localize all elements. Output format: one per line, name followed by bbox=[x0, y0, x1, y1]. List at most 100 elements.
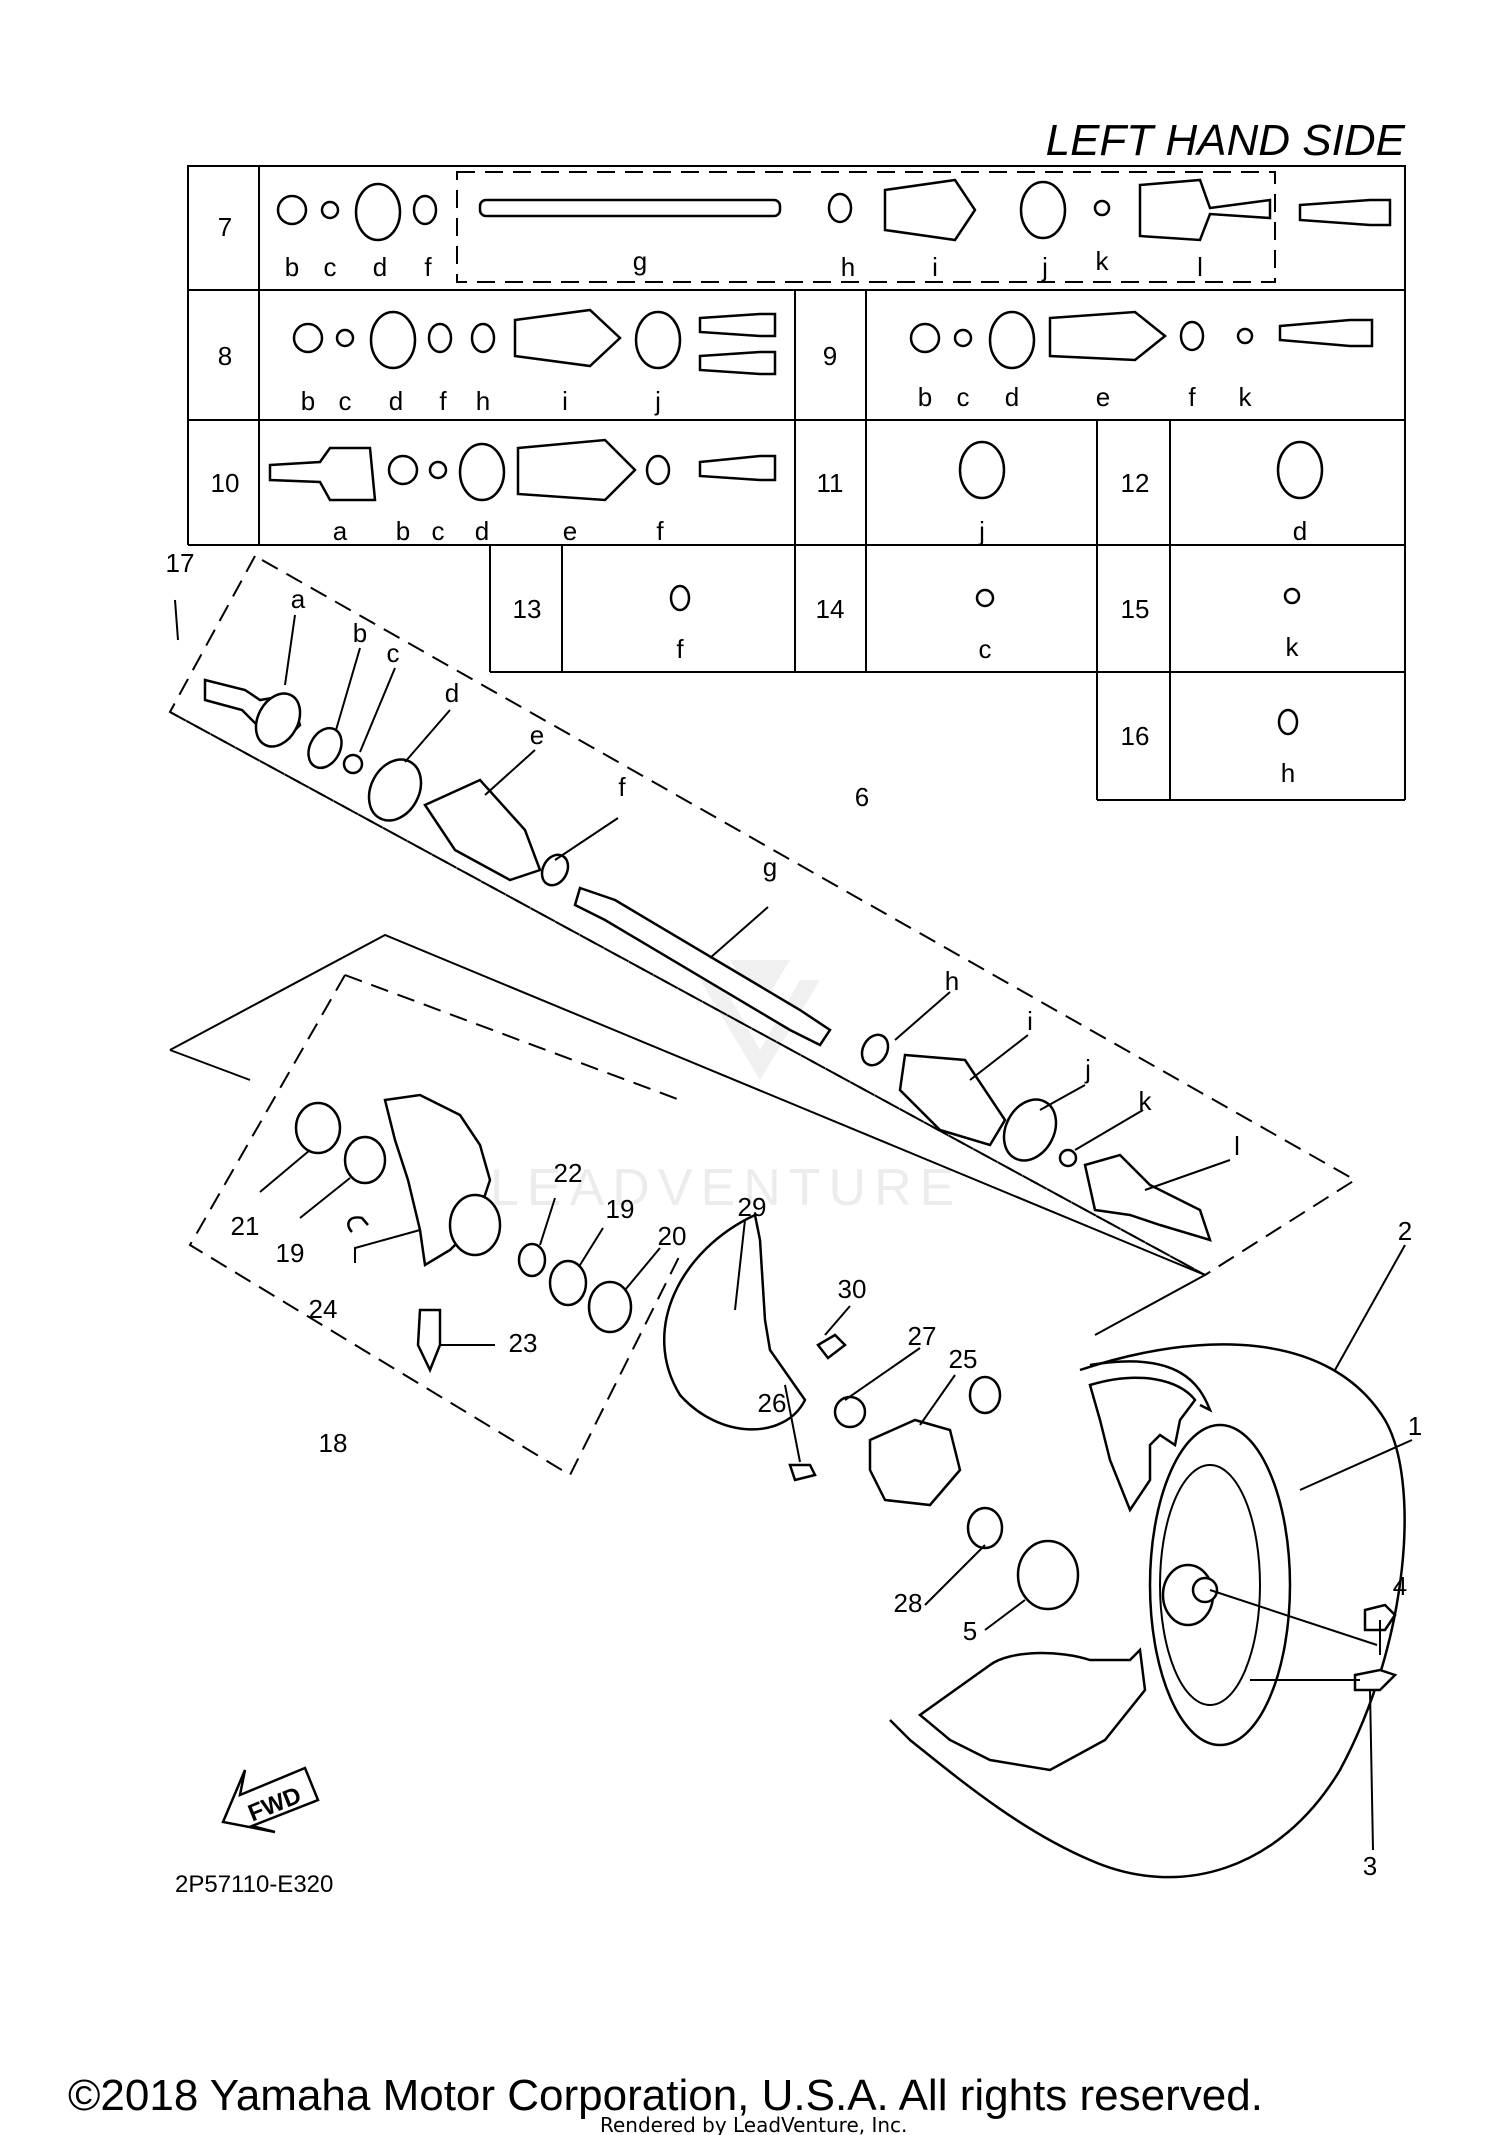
diagram-code: 2P57110-E320 bbox=[175, 1871, 333, 1898]
kit-13-letter-f: f bbox=[676, 634, 684, 664]
callout-g: g bbox=[763, 852, 777, 882]
kit-9-parts bbox=[909, 310, 1374, 370]
kit-7-letter-b: b bbox=[285, 252, 299, 282]
side-title: LEFT HAND SIDE bbox=[1046, 116, 1406, 165]
kit-15-letter-k: k bbox=[1286, 632, 1300, 662]
watermark-text: LEADVENTURE bbox=[490, 1159, 962, 1217]
rendered-by: Rendered by LeadVenture, Inc. bbox=[600, 2113, 907, 2135]
kit-10-letter-c: c bbox=[432, 516, 445, 546]
knuckle-parts bbox=[294, 1093, 633, 1374]
kit-8-letter-j: j bbox=[654, 386, 661, 416]
kit-10-letter-f: f bbox=[656, 516, 664, 546]
kit-7-letter-k: k bbox=[1096, 246, 1110, 276]
kit-table bbox=[187, 165, 1406, 801]
callout-17: 17 bbox=[166, 548, 195, 578]
kit-10-letter-e: e bbox=[563, 516, 577, 546]
callout-19-right: 19 bbox=[606, 1194, 635, 1224]
callout-6: 6 bbox=[855, 782, 869, 812]
kit-7-letter-j: j bbox=[1041, 252, 1048, 282]
kit-number-7: 7 bbox=[218, 212, 232, 242]
kit-9-letter-f: f bbox=[1188, 382, 1196, 412]
shaft-leaders bbox=[174, 599, 1231, 1191]
kit-9-letter-d: d bbox=[1005, 382, 1019, 412]
kit-9-letter-e: e bbox=[1096, 382, 1110, 412]
brake-leaders bbox=[734, 1219, 1026, 1631]
kit-8-letter-b: b bbox=[301, 386, 315, 416]
callout-24: 24 bbox=[309, 1294, 338, 1324]
callout-j: j bbox=[1084, 1054, 1091, 1084]
callout-26: 26 bbox=[758, 1388, 787, 1418]
callout-19-left: 19 bbox=[276, 1238, 305, 1268]
kit-10-letter-b: b bbox=[396, 516, 410, 546]
callout-i: i bbox=[1027, 1006, 1033, 1036]
callout-28: 28 bbox=[894, 1588, 923, 1618]
copyright: ©2018 Yamaha Motor Corporation, U.S.A. A… bbox=[68, 2071, 1263, 2120]
kit-11-letter-j: j bbox=[978, 516, 985, 546]
kit-7-letter-d: d bbox=[373, 252, 387, 282]
kit-16-letter-h: h bbox=[1281, 758, 1295, 788]
callout-b: b bbox=[353, 618, 367, 648]
kit-number-14: 14 bbox=[816, 594, 845, 624]
callout-23: 23 bbox=[509, 1328, 538, 1358]
knuckle-leaders bbox=[259, 1149, 661, 1346]
callout-d: d bbox=[445, 678, 459, 708]
kit-11-part bbox=[958, 440, 1006, 500]
callout-f: f bbox=[618, 772, 626, 802]
callout-c: c bbox=[387, 638, 400, 668]
callout-27: 27 bbox=[908, 1321, 937, 1351]
kit-number-12: 12 bbox=[1121, 468, 1150, 498]
kit-8-letter-d: d bbox=[389, 386, 403, 416]
kit-9-letter-k: k bbox=[1239, 382, 1253, 412]
callout-k: k bbox=[1139, 1086, 1153, 1116]
kit-10-letter-d: d bbox=[475, 516, 489, 546]
kit-12-letter-d: d bbox=[1293, 516, 1307, 546]
kit-8-letter-f: f bbox=[439, 386, 447, 416]
callout-20: 20 bbox=[658, 1221, 687, 1251]
callout-h: h bbox=[945, 966, 959, 996]
kit-16-part bbox=[1277, 708, 1299, 736]
callout-30: 30 bbox=[838, 1274, 867, 1304]
kit-7-letter-h: h bbox=[841, 252, 855, 282]
kit-14-letter-c: c bbox=[979, 634, 992, 664]
kit-12-part bbox=[1276, 440, 1324, 500]
kit-7-letter-c: c bbox=[324, 252, 337, 282]
kit-7-letter-f: f bbox=[424, 252, 432, 282]
callout-25: 25 bbox=[949, 1344, 978, 1374]
kit-15-part bbox=[1283, 587, 1301, 605]
callout-e: e bbox=[530, 720, 544, 750]
kit-7-letter-i: i bbox=[932, 252, 938, 282]
knuckle-outline bbox=[169, 933, 1208, 1477]
callout-1: 1 bbox=[1408, 1411, 1422, 1441]
kit-7-letter-l: l bbox=[1197, 252, 1203, 282]
brake-parts bbox=[663, 1213, 1080, 1611]
fwd-arrow: FWD bbox=[221, 1766, 320, 1834]
kit-10-parts bbox=[268, 438, 777, 502]
kit-13-part bbox=[669, 584, 691, 612]
kit-8-parts bbox=[292, 308, 777, 376]
callout-l: l bbox=[1234, 1131, 1240, 1161]
wheel-leaders bbox=[1209, 1244, 1413, 1851]
callout-3: 3 bbox=[1363, 1851, 1377, 1881]
callout-5: 5 bbox=[963, 1616, 977, 1646]
callout-18: 18 bbox=[319, 1428, 348, 1458]
callout-4: 4 bbox=[1393, 1571, 1407, 1601]
callout-a: a bbox=[291, 584, 306, 614]
kit-8-letter-c: c bbox=[339, 386, 352, 416]
kit-number-15: 15 bbox=[1121, 594, 1150, 624]
kit-10-letter-a: a bbox=[333, 516, 348, 546]
kit-number-8: 8 bbox=[218, 341, 232, 371]
callout-21: 21 bbox=[231, 1211, 260, 1241]
kit-9-letter-b: b bbox=[918, 382, 932, 412]
callout-22: 22 bbox=[554, 1158, 583, 1188]
wheel-tire bbox=[889, 1343, 1406, 1879]
kit-number-13: 13 bbox=[513, 594, 542, 624]
callout-2: 2 bbox=[1398, 1216, 1412, 1246]
kit-number-11: 11 bbox=[817, 468, 844, 498]
shaft-parts bbox=[203, 678, 1212, 1242]
callout-29: 29 bbox=[738, 1192, 767, 1222]
kit-number-9: 9 bbox=[823, 341, 837, 371]
kit-7-parts bbox=[276, 178, 1392, 242]
kit-14-part bbox=[975, 588, 995, 608]
kit-9-letter-c: c bbox=[957, 382, 970, 412]
